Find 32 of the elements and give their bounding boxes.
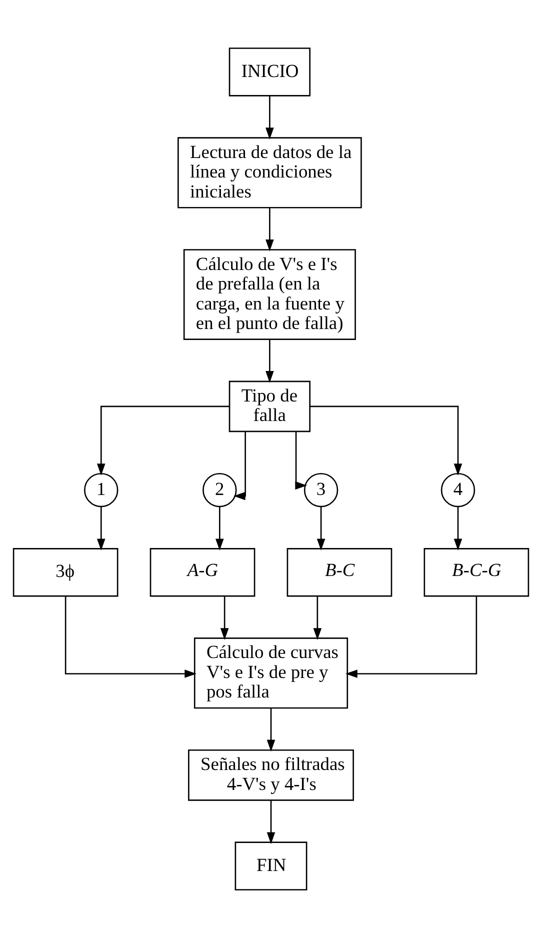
node-box: 3ϕ [12,548,118,597]
arrow [266,208,274,252]
arrow [454,506,462,551]
arrow [215,506,224,551]
arrow [295,432,308,490]
arrow [220,596,229,640]
node-box: FIN [234,842,308,890]
node-box: Cálculo de curvas V's e I's de pre y pos falla [194,638,348,709]
node-box: INICIO [228,48,310,96]
node-box: A-G [150,548,256,597]
node-circle: 1 [84,472,118,508]
node-box: B-C-G [424,548,530,597]
arrow [310,406,462,476]
arrow [316,506,326,551]
arrow [64,596,196,678]
arrow [266,339,274,383]
node-circle: 4 [440,472,476,508]
arrow [266,800,276,844]
arrow [233,432,246,500]
node-box: B-C [286,548,392,597]
arrow [96,406,230,476]
node-box: Señales no filtradas 4-V's y 4-I's [188,749,354,801]
node-box: Lectura de datos de la línea y condiciones iniciales [178,137,362,208]
node-box: Tipo de falla [228,380,310,432]
node-circle: 2 [202,472,237,508]
node-box: Cálculo de V's e I's de prefalla (en la carga, en la fuente y en el punto de falla) [183,249,356,340]
arrow [266,96,274,140]
arrow [346,596,478,678]
arrow [266,708,276,752]
arrow [313,596,322,640]
arrow [96,506,106,551]
node-circle: 3 [304,472,338,508]
